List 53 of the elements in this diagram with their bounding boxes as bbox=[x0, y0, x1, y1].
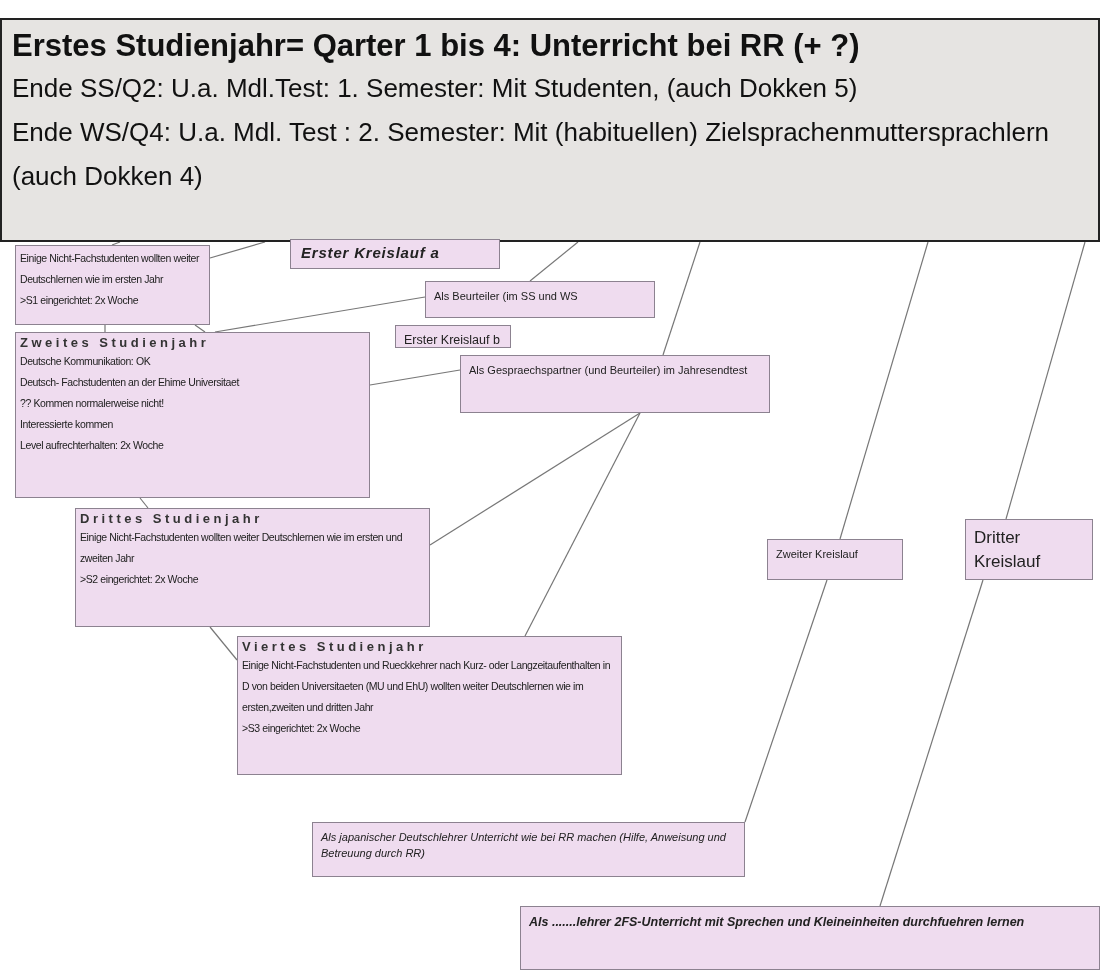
connector-line bbox=[111, 241, 121, 246]
box-text: >S3 eingerichtet: 2x Woche bbox=[242, 721, 362, 736]
connector-line bbox=[209, 626, 238, 661]
connector-line bbox=[529, 241, 579, 282]
connector-line bbox=[524, 412, 641, 637]
connector-line bbox=[744, 579, 828, 823]
box-text: >S1 eingerichtet: 2x Woche bbox=[20, 293, 140, 308]
role-box bbox=[460, 355, 770, 413]
box-text: Einige Nicht-Fachstudenten und Rueckkehrer nach Kurz- oder Langzeitaufenthalten in D von beiden Universitaeten (MU und EhU) wollten weiter Deutschlernen wie im ersten,zweiten und dritten Jahr bbox=[242, 658, 612, 715]
box-text: Dritter Kreislauf bbox=[974, 527, 1042, 573]
box-text: Ende SS/Q2: U.a. Mdl.Test: 1. Semester: Mit Studenten, (auch Dokken 5) bbox=[12, 72, 859, 105]
year-box bbox=[15, 332, 370, 498]
connector-line bbox=[369, 369, 461, 386]
cycle-label-box bbox=[395, 325, 511, 348]
box-text: Deutsch- Fachstudenten an der Ehime Universitaet bbox=[20, 375, 241, 390]
note-box bbox=[15, 245, 210, 325]
role-box bbox=[425, 281, 655, 318]
year-box bbox=[237, 636, 622, 775]
box-text: Zweiter Kreislauf bbox=[776, 547, 859, 562]
cycle-label-box bbox=[965, 519, 1093, 580]
connector-line bbox=[662, 241, 701, 356]
box-text: Einige Nicht-Fachstudenten wollten weiter Deutschlernen wie im ersten und zweiten Jahr bbox=[80, 530, 404, 566]
box-text: Erster Kreislauf b bbox=[404, 332, 501, 348]
connector-line bbox=[194, 324, 206, 333]
cycle-label-box bbox=[767, 539, 903, 580]
connector-line bbox=[139, 497, 149, 509]
role-box bbox=[312, 822, 745, 877]
box-text: Einige Nicht-Fachstudenten wollten weiter Deutschlernen wie im ersten Jahr bbox=[20, 251, 201, 287]
box-text: Interessierte kommen bbox=[20, 417, 114, 432]
box-heading: Drittes Studienjahr bbox=[80, 511, 264, 527]
year-box bbox=[75, 508, 430, 627]
box-text: ?? Kommen normalerweise nicht! bbox=[20, 396, 165, 411]
connector-line bbox=[1005, 241, 1086, 520]
header-box bbox=[0, 18, 1100, 242]
box-text: Level aufrechterhalten: 2x Woche bbox=[20, 438, 165, 453]
box-heading: Erstes Studienjahr= Qarter 1 bis 4: Unterricht bei RR (+ ?) bbox=[12, 27, 861, 65]
box-text: Ende WS/Q4: U.a. Mdl. Test : 2. Semester: Mit (habituellen) Zielsprachenmuttersprachlern (auch Dokken 4) bbox=[12, 116, 1051, 193]
box-text: >S2 eingerichtet: 2x Woche bbox=[80, 572, 200, 587]
connector-line bbox=[429, 412, 641, 546]
box-heading: Viertes Studienjahr bbox=[242, 639, 428, 655]
connector-line bbox=[104, 324, 106, 333]
box-text: Als Gespraechspartner (und Beurteiler) im Jahresendtest bbox=[469, 363, 749, 378]
box-heading: Zweites Studienjahr bbox=[20, 335, 211, 351]
connector-line bbox=[879, 579, 984, 907]
box-text: Als .......lehrer 2FS-Unterricht mit Sprechen und Kleineinheiten durchfuehren lernen bbox=[529, 914, 1026, 931]
box-text: Als Beurteiler (im SS und WS bbox=[434, 289, 579, 304]
cycle-label-box bbox=[290, 239, 500, 269]
box-text: Erster Kreislauf a bbox=[301, 244, 441, 261]
connector-line bbox=[839, 241, 929, 540]
box-text: Deutsche Kommunikation: OK bbox=[20, 354, 152, 369]
connector-line bbox=[209, 241, 266, 259]
box-text: Als japanischer Deutschlehrer Unterricht wie bei RR machen (Hilfe, Anweisung und Betreuung durch RR) bbox=[321, 830, 727, 861]
role-box bbox=[520, 906, 1100, 970]
